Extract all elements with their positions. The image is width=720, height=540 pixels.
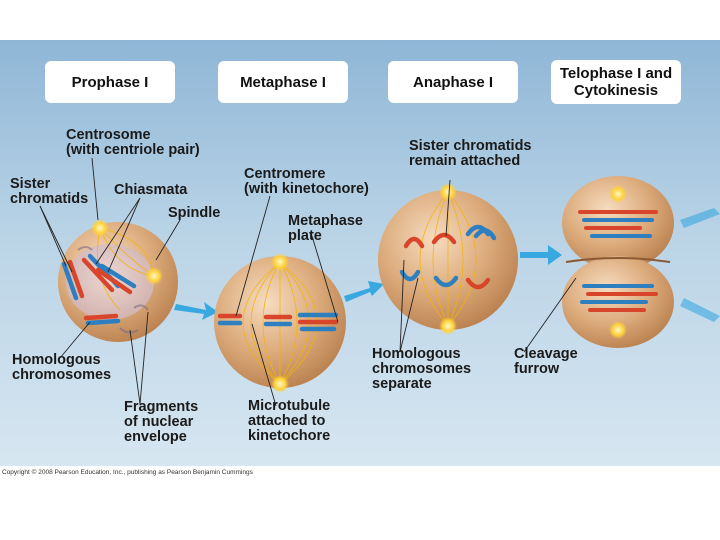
leader-lines bbox=[39, 157, 577, 407]
label-microtubule: Microtubule attached to kinetochore bbox=[248, 398, 331, 444]
label-sister-chromatids: Sister chromatids bbox=[10, 176, 89, 207]
centrosome-icon bbox=[439, 183, 457, 201]
centrosome-icon bbox=[91, 219, 109, 237]
label-spindle: Spindle bbox=[168, 205, 221, 221]
arrow-prophase-metaphase bbox=[174, 302, 218, 320]
centrosome-icon bbox=[271, 253, 289, 271]
arrow-telophase-out-top bbox=[680, 208, 720, 228]
copyright-notice: Copyright © 2008 Pearson Education, Inc.… bbox=[2, 469, 253, 476]
meiosis-figure: Prophase I Metaphase I Anaphase I Teloph… bbox=[0, 40, 720, 466]
stage-box-metaphase: Metaphase I bbox=[218, 61, 348, 103]
stage-box-telophase: Telophase I and Cytokinesis bbox=[551, 60, 681, 104]
meiosis-diagram bbox=[39, 157, 720, 407]
label-metaphase-plate: Metaphase plate bbox=[288, 213, 363, 244]
label-homologous-chromosomes: Homologous chromosomes bbox=[12, 352, 112, 383]
metaphase-cell bbox=[214, 253, 346, 393]
label-chiasmata: Chiasmata bbox=[114, 182, 188, 198]
label-cleavage-furrow: Cleavage furrow bbox=[514, 346, 578, 377]
progression-arrows bbox=[174, 208, 720, 322]
stage-box-prophase: Prophase I bbox=[45, 61, 175, 103]
stage-label-prophase: Prophase I bbox=[71, 73, 149, 91]
centrosome-icon bbox=[271, 375, 289, 393]
centrosome-icon bbox=[439, 317, 457, 335]
stage-label-metaphase: Metaphase I bbox=[240, 73, 326, 91]
label-fragments-nuclear-envelope: Fragments of nuclear envelope bbox=[124, 399, 199, 445]
stage-label-telophase: Telophase I and Cytokinesis bbox=[559, 65, 673, 99]
centrosome-icon bbox=[609, 321, 627, 339]
centrosome-icon bbox=[145, 267, 163, 285]
stage-box-anaphase: Anaphase I bbox=[388, 61, 518, 103]
label-sister-remain-attached: Sister chromatids remain attached bbox=[409, 138, 532, 169]
label-centromere: Centromere (with kinetochore) bbox=[244, 166, 369, 197]
label-centrosome: Centrosome (with centriole pair) bbox=[66, 127, 200, 158]
prophase-cell bbox=[58, 219, 178, 342]
label-homologous-separate: Homologous chromosomes separate bbox=[372, 346, 472, 392]
telophase-cell bbox=[562, 176, 674, 348]
centrosome-icon bbox=[609, 185, 627, 203]
arrow-telophase-out-bottom bbox=[680, 298, 720, 322]
arrow-anaphase-telophase bbox=[520, 245, 562, 265]
stage-label-anaphase: Anaphase I bbox=[412, 73, 494, 91]
arrow-metaphase-anaphase bbox=[344, 281, 384, 302]
